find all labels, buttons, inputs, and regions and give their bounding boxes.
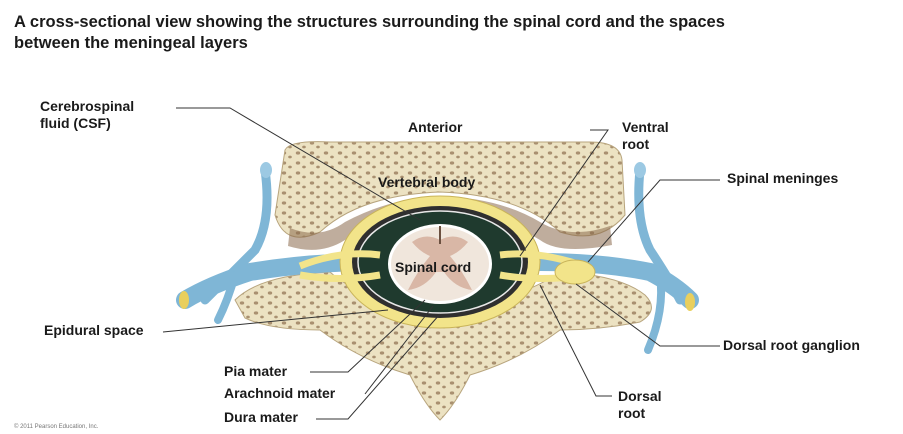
right-vein-cap	[634, 162, 646, 178]
ventral-root-label: Ventral root	[622, 119, 669, 153]
anterior-label: Anterior	[408, 119, 463, 135]
dorsal-root-ganglion	[555, 260, 595, 284]
right-vein-cut	[685, 293, 695, 311]
csf-label: Cerebrospinal fluid (CSF)	[40, 98, 180, 132]
vertebral-body-label: Vertebral body	[378, 174, 475, 190]
dura-mater-label: Dura mater	[224, 409, 298, 426]
epidural-space-label: Epidural space	[44, 322, 144, 339]
csf-label-text: Cerebrospinal fluid (CSF)	[40, 98, 134, 131]
dorsal-root-ganglion-label: Dorsal root ganglion	[723, 337, 860, 354]
left-vein-cap	[260, 162, 272, 178]
dorsal-root-label: Dorsal root	[618, 388, 662, 422]
dorsal-root-label-text: Dorsal root	[618, 388, 662, 421]
dorsal-root-left	[300, 275, 380, 279]
spinal-cord-label: Spinal cord	[395, 259, 471, 275]
copyright-notice: © 2011 Pearson Education, Inc.	[14, 424, 98, 430]
pia-mater-label: Pia mater	[224, 363, 287, 380]
spinal-meninges-label: Spinal meninges	[727, 170, 838, 187]
ventral-root-label-text: Ventral root	[622, 119, 669, 152]
left-vein-cut	[179, 291, 189, 309]
arachnoid-mater-label: Arachnoid mater	[224, 385, 335, 402]
